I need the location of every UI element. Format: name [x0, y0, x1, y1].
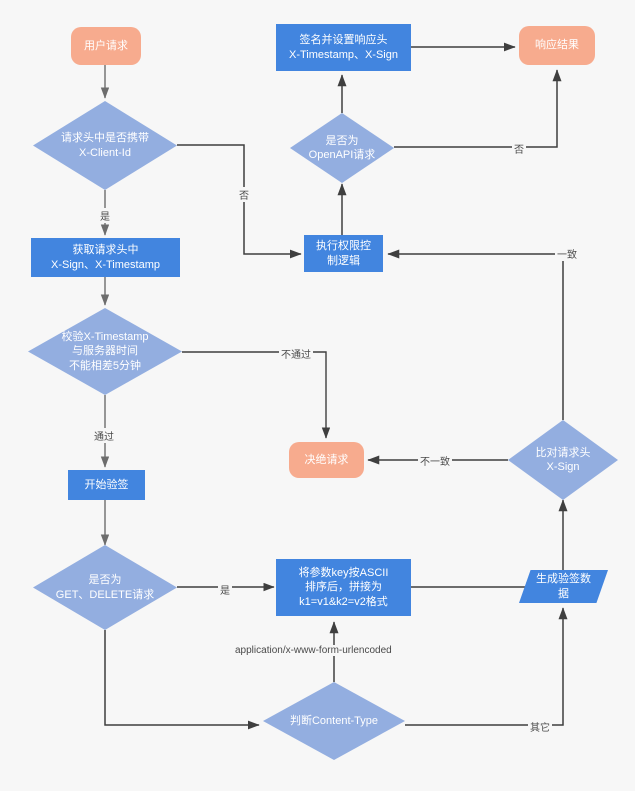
- node-reject-request-label: 决绝请求: [304, 453, 349, 466]
- node-sign-and-set-header-label: 签名并设置响应头 X-Timestamp、X-Sign: [288, 34, 398, 61]
- node-compare-sign-label: 比对请求头 X-Sign: [535, 446, 591, 473]
- node-response-result[interactable]: 响应结果: [519, 26, 595, 65]
- edge-label-client-id-yes: 是: [98, 208, 112, 223]
- edge-get-delete-no-to-content-type: [104, 630, 260, 730]
- edge-label-client-id-no: 否: [237, 187, 251, 202]
- node-check-timestamp-label: 校验X-Timestamp 与服务器时间 不能相差5分钟: [61, 331, 149, 372]
- edge-label-sign-match: 一致: [555, 246, 579, 261]
- node-check-timestamp[interactable]: 校验X-Timestamp 与服务器时间 不能相差5分钟: [28, 308, 182, 395]
- edge-label-get-delete-yes: 是: [218, 582, 232, 597]
- node-reject-request[interactable]: 决绝请求: [289, 442, 364, 478]
- node-is-openapi-label: 是否为 OpenAPI请求: [308, 134, 376, 161]
- edge-sign-match-to-auth-logic: [387, 249, 564, 420]
- node-compare-sign[interactable]: 比对请求头 X-Sign: [508, 420, 618, 500]
- edge-openapi-no-to-response: [394, 69, 562, 148]
- node-auth-logic-label: 执行权限控 制逻辑: [316, 240, 371, 267]
- node-get-headers[interactable]: 获取请求头中 X-Sign、X-Timestamp: [31, 238, 180, 277]
- edge-content-type-other-to-gen-sign: [405, 607, 568, 726]
- node-response-result-label: 响应结果: [535, 39, 579, 52]
- node-get-headers-label: 获取请求头中 X-Sign、X-Timestamp: [50, 244, 160, 271]
- node-user-request[interactable]: 用户请求: [71, 27, 141, 65]
- node-is-get-delete-label: 是否为 GET、DELETE请求: [55, 574, 155, 601]
- node-has-client-id[interactable]: 请求头中是否携带 X-Client-Id: [33, 101, 177, 190]
- node-sign-and-set-header[interactable]: 签名并设置响应头 X-Timestamp、X-Sign: [276, 24, 411, 71]
- edge-label-content-type-other: 其它: [528, 719, 552, 734]
- node-gen-sign-data-label: 生成验签数 据: [536, 573, 591, 600]
- node-user-request-label: 用户请求: [84, 39, 128, 52]
- node-judge-content-type[interactable]: 判断Content-Type: [263, 682, 405, 760]
- node-sort-params[interactable]: 将参数key按ASCII 排序后，拼接为 k1=v1&k2=v2格式: [276, 559, 411, 616]
- node-start-verify-label: 开始验签: [84, 478, 129, 491]
- node-judge-content-type-label: 判断Content-Type: [289, 714, 379, 727]
- node-start-verify[interactable]: 开始验签: [68, 470, 145, 500]
- edge-label-content-type-form: application/x-www-form-urlencoded: [233, 645, 394, 656]
- edge-timestamp-fail-to-reject: [182, 351, 331, 439]
- node-gen-sign-data[interactable]: 生成验签数 据: [519, 570, 608, 603]
- edge-label-timestamp-fail: 不通过: [279, 346, 313, 361]
- node-is-get-delete[interactable]: 是否为 GET、DELETE请求: [33, 545, 177, 630]
- edge-label-timestamp-pass: 通过: [92, 428, 116, 443]
- node-sort-params-label: 将参数key按ASCII 排序后，拼接为 k1=v1&k2=v2格式: [298, 567, 389, 608]
- node-has-client-id-label: 请求头中是否携带 X-Client-Id: [61, 132, 149, 159]
- node-auth-logic[interactable]: 执行权限控 制逻辑: [304, 235, 383, 272]
- edge-label-openapi-no: 否: [512, 141, 526, 156]
- edge-label-sign-mismatch: 不一致: [418, 453, 452, 468]
- node-is-openapi[interactable]: 是否为 OpenAPI请求: [290, 113, 394, 183]
